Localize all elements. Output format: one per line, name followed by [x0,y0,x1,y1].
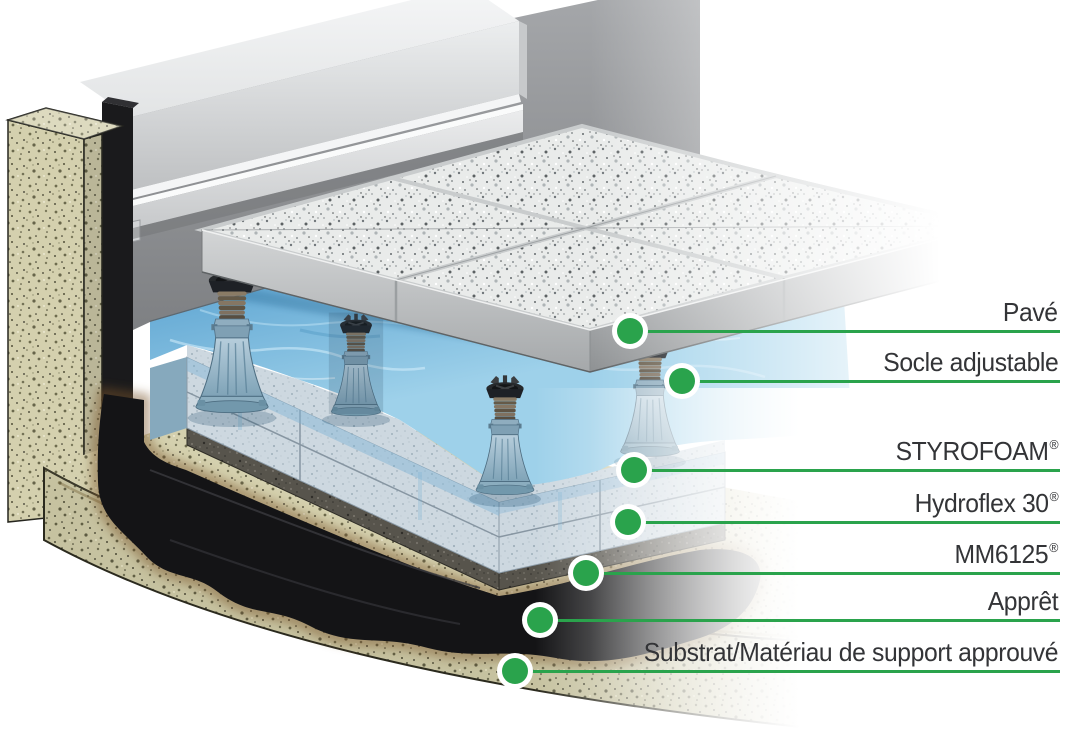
callout-dot-icon [573,560,599,586]
callout-dot-icon [615,509,641,535]
metal-flashing [125,104,523,244]
callout-label: Apprêt [987,586,1058,616]
callout-leader-line [682,379,1060,383]
callout-dot-icon [502,658,528,684]
callout-dot-icon [621,457,647,483]
callout-leader-line [630,329,1060,333]
callout-leader-line [540,618,1060,622]
callout-leader-line [634,468,1060,472]
callout-dot-icon [527,607,553,633]
fade-overlay [500,0,1072,734]
wall-membrane [102,97,139,452]
callout-label: STYROFOAM® [895,436,1058,466]
callout-label: Substrat/Matériau de support approuvé [643,637,1059,667]
callout-leader-line [586,571,1060,575]
parapet-wall [5,107,125,523]
callout-leader-line [515,669,1060,673]
callout-label: Hydroflex 30® [914,488,1058,518]
callout-label: Socle adjustable [882,347,1059,377]
callout-dot-icon [669,368,695,394]
callout-leader-line [628,520,1060,524]
callout-dot-icon [617,318,643,344]
callout-label: MM6125® [954,539,1058,569]
adjustable-pedestal [328,312,384,417]
metal-coping [80,0,527,198]
callout-label: Pavé [1003,297,1058,327]
